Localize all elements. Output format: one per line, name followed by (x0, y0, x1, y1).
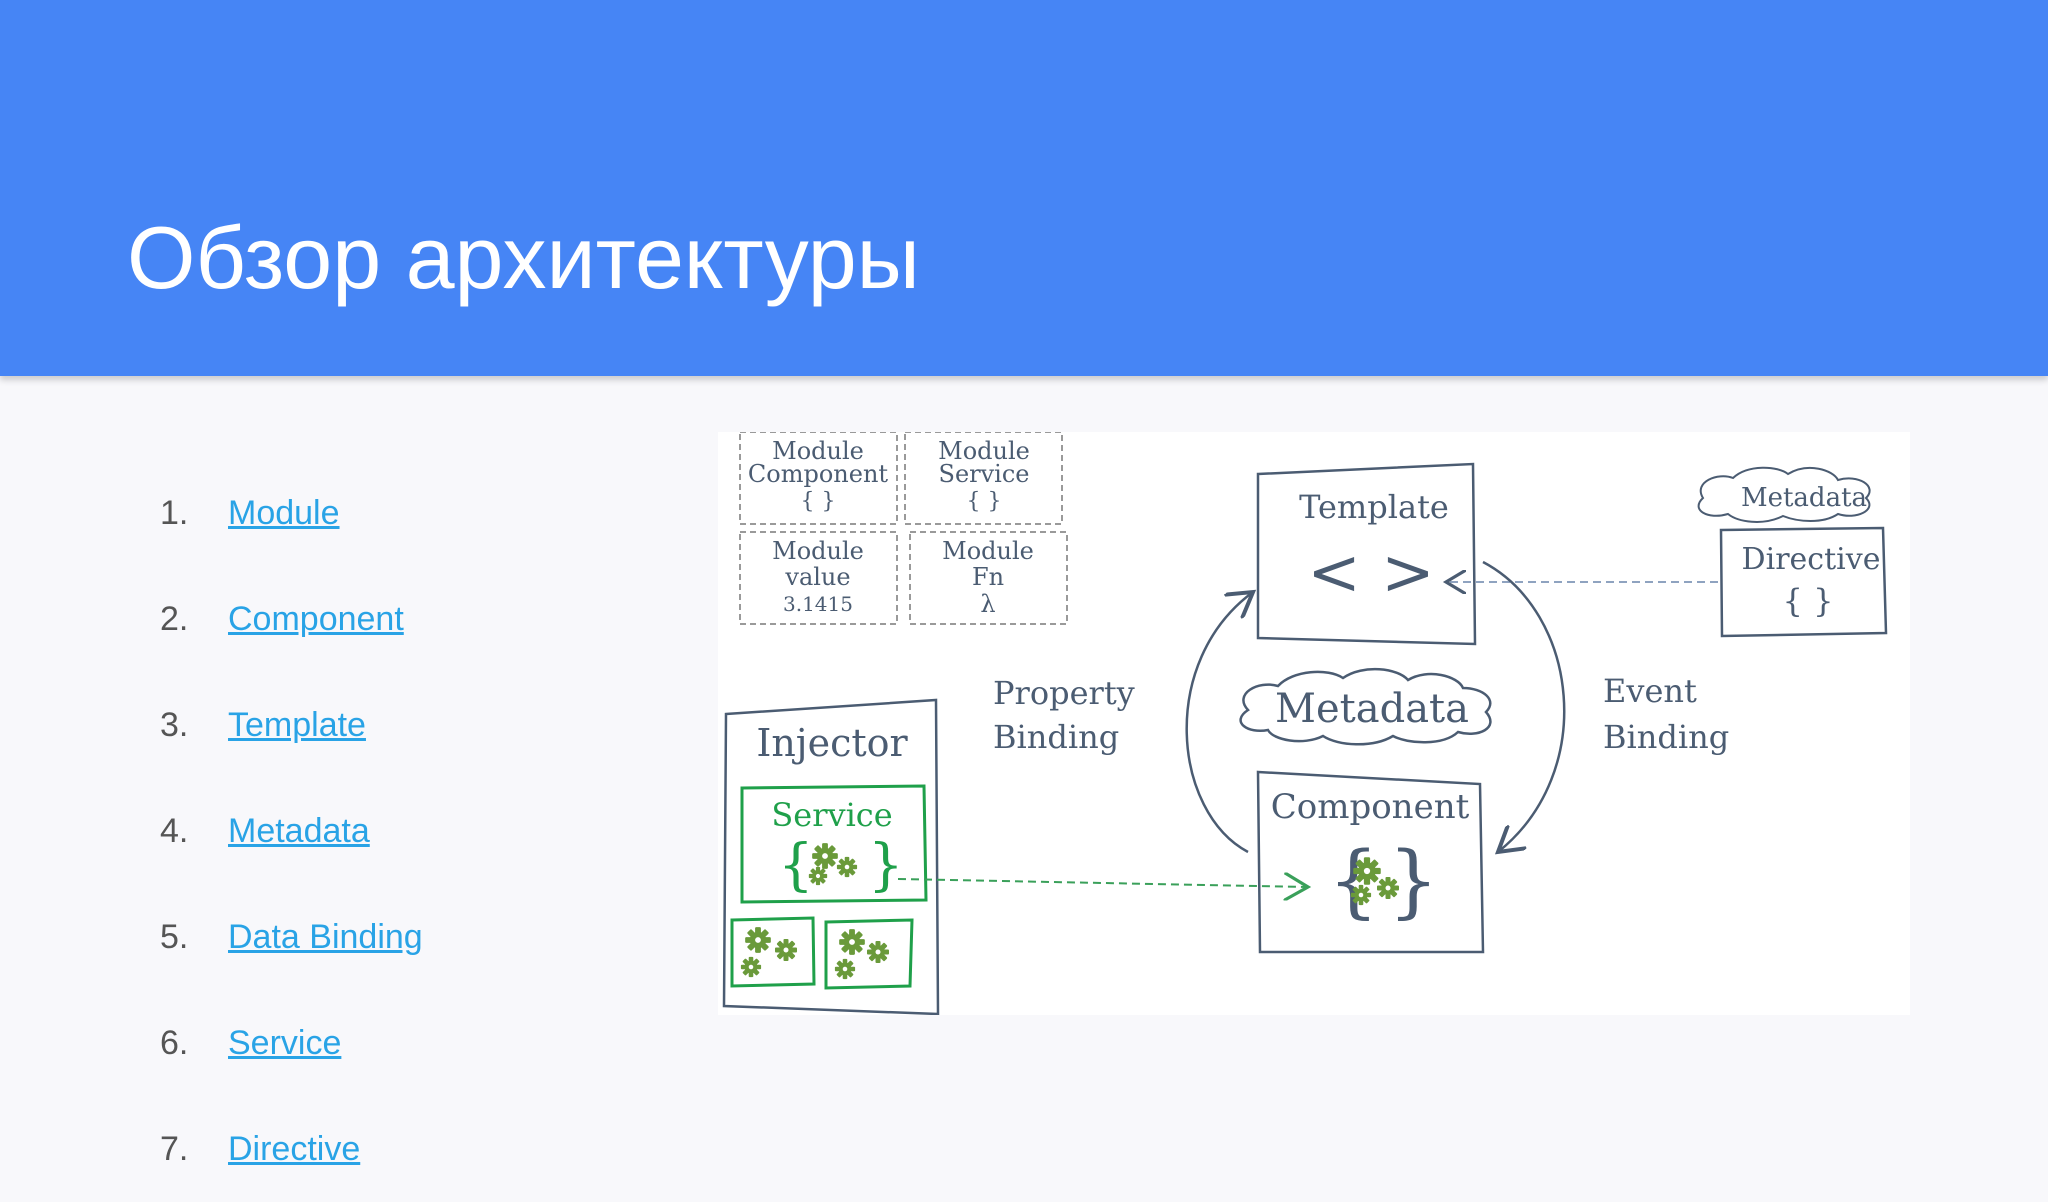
link-data-binding[interactable]: Data Binding (228, 917, 423, 956)
component-box (1256, 770, 1485, 954)
event-binding-label-2: Binding (1603, 718, 1729, 756)
property-binding-arc (1185, 592, 1253, 854)
service-box (740, 784, 928, 904)
module-service-sub: Service (939, 460, 1030, 488)
gear-icon (812, 843, 838, 869)
injector-slot-right (824, 918, 914, 990)
link-directive[interactable]: Directive (228, 1129, 361, 1168)
center-metadata-label: Metadata (1275, 686, 1469, 732)
gear-icon (1377, 877, 1399, 899)
service-to-component-arrow (897, 879, 1308, 887)
directive-symbol: { } (1783, 582, 1834, 620)
injector-box (722, 698, 940, 1015)
list-number: 2. (160, 599, 189, 638)
gear-icon (1350, 884, 1372, 906)
module-value-sub: value (784, 563, 850, 591)
gear-icon (1353, 857, 1381, 885)
component-label: Component (1271, 787, 1470, 827)
module-value-sym: 3.1415 (783, 592, 853, 616)
property-binding-label-2: Binding (993, 718, 1119, 756)
module-service-sym: { } (967, 489, 1002, 514)
service-brace-right: } (868, 833, 904, 898)
slide-title: Обзор архитектуры (127, 208, 920, 307)
link-component[interactable]: Component (228, 599, 404, 638)
link-service[interactable]: Service (228, 1023, 342, 1062)
gear-icon (808, 866, 828, 886)
service-label: Service (771, 796, 892, 834)
list-item: 2. Component (160, 566, 423, 672)
gear-icon (745, 927, 771, 953)
directive-box (1719, 526, 1888, 638)
injector-label: Injector (756, 721, 908, 765)
list-item: 1. Module (160, 460, 423, 566)
link-module[interactable]: Module (228, 493, 340, 532)
list-item: 6. Service (160, 990, 423, 1096)
link-metadata[interactable]: Metadata (228, 811, 370, 850)
property-binding-label-1: Property (993, 674, 1135, 712)
template-label: Template (1299, 488, 1449, 526)
gear-icon (740, 956, 762, 978)
event-binding-label-1: Event (1603, 672, 1697, 710)
module-component-title: Module (772, 437, 864, 465)
component-brace-right: } (1388, 834, 1439, 927)
gear-icon (867, 941, 889, 963)
injector-slot-left (730, 916, 816, 988)
gear-icon (839, 929, 865, 955)
module-component-sym: { } (801, 489, 836, 514)
architecture-diagram: Module Component { } Module Service { } … (718, 432, 1910, 1015)
list-item: 3. Template (160, 672, 423, 778)
list-number: 4. (160, 811, 189, 850)
directive-label: Directive (1742, 542, 1881, 577)
link-template[interactable]: Template (228, 705, 366, 744)
template-symbol: < > (1307, 536, 1435, 610)
module-value-title: Module (772, 537, 864, 565)
gear-icon (834, 958, 856, 980)
module-component-sub: Component (748, 460, 889, 488)
gear-icon (836, 856, 858, 878)
service-brace-left: { (778, 833, 814, 898)
list-number: 3. (160, 705, 189, 744)
list-item: 4. Metadata (160, 778, 423, 884)
module-service-title: Module (938, 437, 1030, 465)
list-number: 7. (160, 1129, 189, 1168)
slide-header: Обзор архитектуры (0, 0, 2048, 376)
component-brace-left: { (1328, 834, 1379, 927)
list-number: 1. (160, 493, 189, 532)
center-metadata-cloud (1239, 667, 1492, 746)
module-fn-sym: λ (980, 590, 995, 618)
architecture-diagram-svg: Module Component { } Module Service { } … (722, 432, 1888, 1015)
module-labels: Module Component { } Module Service { } … (748, 437, 1034, 618)
template-box (1256, 462, 1477, 646)
gear-icon (775, 939, 797, 961)
topic-list: 1. Module 2. Component 3. Template 4. Me… (160, 460, 423, 1202)
module-fn-title: Module (942, 537, 1034, 565)
event-binding-arc (1482, 560, 1566, 852)
directive-metadata-label: Metadata (1741, 483, 1867, 513)
list-item: 5. Data Binding (160, 884, 423, 990)
list-item: 7. Directive (160, 1096, 423, 1202)
list-number: 5. (160, 917, 189, 956)
module-grid (739, 432, 1068, 625)
module-fn-sub: Fn (972, 563, 1004, 591)
directive-metadata-cloud (1697, 466, 1871, 523)
list-number: 6. (160, 1023, 189, 1062)
